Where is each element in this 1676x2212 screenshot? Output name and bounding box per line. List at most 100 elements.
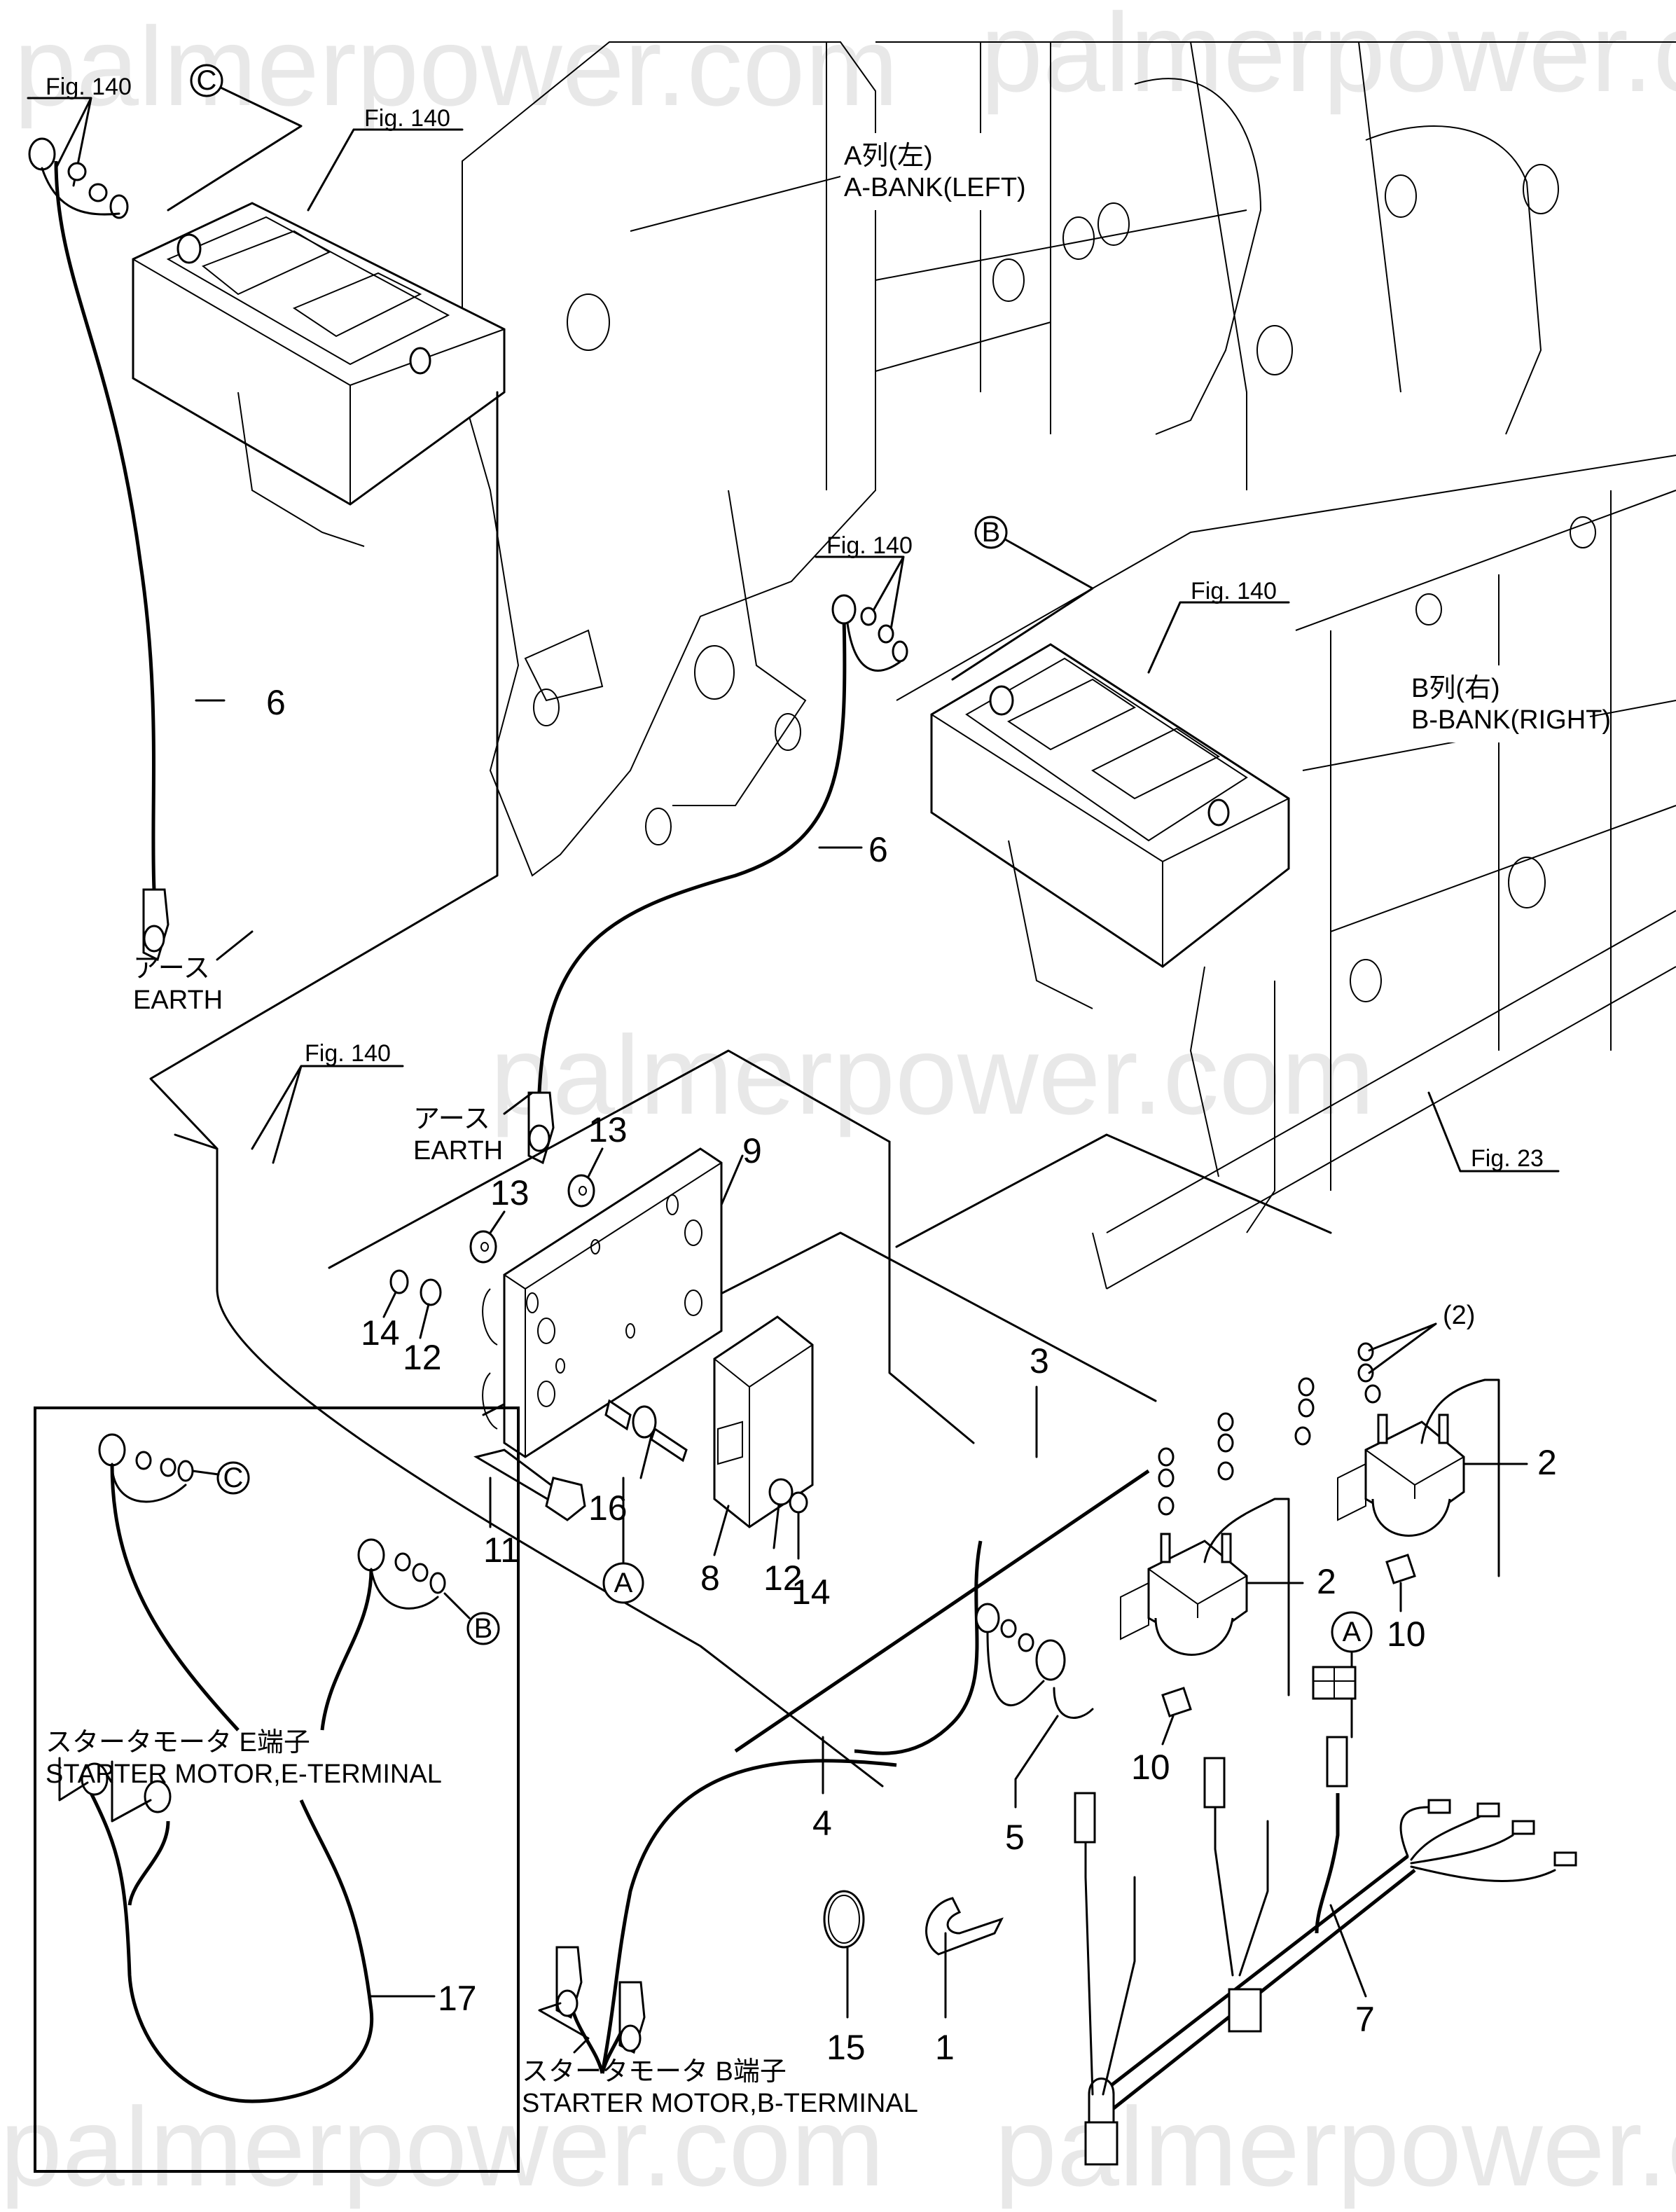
fig140-ref-a-bank-box[interactable]: Fig. 140: [307, 105, 464, 212]
fig140-ref-b-bank-box[interactable]: Fig. 140: [1147, 578, 1290, 674]
starter-b-label-jp: スタータモータ B端子: [522, 2057, 787, 2087]
label-6-left: 6: [195, 683, 286, 722]
starter-e-terminal-label: スタータモータ E端子 STARTER MOTOR,E-TERMINAL: [46, 1728, 442, 1789]
fig23-label[interactable]: Fig. 23: [1471, 1145, 1544, 1172]
wire-4: 4: [600, 1736, 897, 2074]
part-number-10: 10: [1387, 1615, 1426, 1654]
fig140-ref-b-terminal[interactable]: Fig. 140: [815, 532, 913, 639]
washer-12-left: 12: [403, 1278, 442, 1377]
starter-b-label-en: STARTER MOTOR,B-TERMINAL: [522, 2089, 918, 2118]
watermark-center: palmerpower.com: [490, 1012, 1375, 1138]
fig140-label[interactable]: Fig. 140: [826, 532, 913, 559]
control-unit-8: [713, 1315, 814, 1528]
earth-label-jp: アース: [133, 954, 210, 983]
stud-terminal: [409, 347, 431, 375]
earth-label-en: EARTH: [413, 1136, 503, 1166]
callout-c-top[interactable]: C: [167, 64, 303, 212]
starter-b-terminal-label: スタータモータ B端子 STARTER MOTOR,B-TERMINAL: [522, 2057, 918, 2118]
part-number-9: 9: [742, 1131, 762, 1170]
bolt-11: 11: [473, 1449, 586, 1570]
part-number-12: 12: [403, 1338, 442, 1377]
watermark-top-right: palmerpower.com: [981, 0, 1676, 115]
nut-14-right: 14: [789, 1491, 831, 1612]
bolt-10-left: 10: [1131, 1687, 1192, 1787]
earth-label-jp: アース: [413, 1105, 490, 1134]
part-number-1: 1: [935, 2028, 955, 2067]
quantity-note-text: (2): [1443, 1301, 1475, 1330]
part-number-13: 13: [490, 1173, 529, 1212]
nut-12-right: 12: [763, 1478, 803, 1598]
solenoid-hardware: [1158, 1342, 1381, 1516]
callout-letter: C: [197, 65, 217, 96]
fig140-label[interactable]: Fig. 140: [1191, 578, 1277, 604]
nut-14-left: 14: [361, 1269, 409, 1353]
a-bank-label-jp: A列(左): [844, 141, 933, 171]
b-bank-label-jp: B列(右): [1411, 674, 1500, 703]
b-bank-manifold: [896, 455, 1676, 1290]
ground-wire-6-left: [28, 137, 169, 962]
part-number-3: 3: [1030, 1341, 1049, 1381]
fig140-ref-top-left[interactable]: Fig. 140: [27, 74, 132, 187]
callout-a-middle[interactable]: A: [602, 1477, 644, 1604]
part-number-13: 13: [588, 1110, 628, 1149]
b-bank-label: B列(右) B-BANK(RIGHT): [1408, 665, 1611, 742]
bolt-10-right: 10: [1385, 1554, 1426, 1654]
watermark-bottom-left: palmerpower.com: [0, 2084, 885, 2209]
b-bank-intake-box: [930, 643, 1290, 1009]
wire-5: 5: [975, 1603, 1094, 1857]
callout-letter: A: [614, 1568, 633, 1598]
part-number-14: 14: [791, 1572, 831, 1612]
callout-b-top[interactable]: B: [951, 516, 1094, 681]
starter-b-terminal-wire: [538, 1946, 646, 2074]
part-number-2: 2: [1537, 1443, 1557, 1482]
a-bank-label-en: A-BANK(LEFT): [844, 173, 1026, 202]
b-bank-label-en: B-BANK(RIGHT): [1411, 705, 1611, 735]
label-8: 8: [700, 1505, 730, 1598]
fig140-label[interactable]: Fig. 140: [46, 74, 132, 100]
nut-13-lower: 13: [469, 1173, 529, 1264]
earth-label-left: アース EARTH: [133, 930, 254, 1015]
part-number-16: 16: [588, 1488, 628, 1528]
starter-e-label-jp: スタータモータ E端子: [46, 1728, 310, 1757]
callout-letter: B: [474, 1613, 493, 1644]
solenoid-2-left: 2: [1120, 1498, 1336, 1696]
part-number-14: 14: [361, 1313, 400, 1353]
quantity-note: (2): [1368, 1301, 1475, 1374]
part-number-11: 11: [483, 1530, 520, 1570]
part-number-6: 6: [868, 830, 888, 869]
part-number-7: 7: [1355, 2000, 1375, 2039]
main-harness-7: 7: [1074, 1666, 1577, 2166]
wire-harness-3: 3: [734, 1341, 1150, 1755]
fig140-label[interactable]: Fig. 140: [305, 1040, 391, 1067]
part-number-15: 15: [826, 2028, 866, 2067]
a-bank-label: A列(左) A-BANK(LEFT): [840, 133, 1026, 210]
part-number-5: 5: [1005, 1818, 1025, 1857]
fig140-label[interactable]: Fig. 140: [364, 105, 450, 132]
fig140-ref-earth[interactable]: Fig. 140: [251, 1040, 404, 1164]
part-number-2: 2: [1317, 1562, 1336, 1601]
part-number-17: 17: [438, 1979, 477, 2018]
band-clamp-15: 15: [823, 1890, 866, 2067]
label-6-right: 6: [818, 830, 888, 869]
a-bank-manifold: [462, 41, 1676, 877]
solenoid-2-right: 2: [1337, 1378, 1557, 1577]
part-number-4: 4: [812, 1804, 832, 1843]
callout-b-inset[interactable]: B: [443, 1592, 500, 1645]
watermark-top-left: palmerpower.com: [14, 4, 899, 129]
part-number-8: 8: [700, 1558, 720, 1598]
p-clamp-1: 1: [925, 1897, 1004, 2067]
starter-e-label-en: STARTER MOTOR,E-TERMINAL: [46, 1760, 442, 1789]
earth-label-en: EARTH: [133, 986, 223, 1015]
part-number-10: 10: [1131, 1748, 1170, 1787]
callout-c-inset[interactable]: C: [191, 1461, 250, 1495]
bracket-plate-9: [482, 1147, 723, 1458]
stud-16: 16: [588, 1399, 688, 1528]
label-9: 9: [720, 1131, 762, 1206]
part-number-12: 12: [763, 1558, 803, 1598]
inset-box: 17: [34, 1406, 520, 2173]
fig23-ref[interactable]: Fig. 23: [1427, 1091, 1560, 1173]
earth-label-right: アース EARTH: [413, 1091, 534, 1166]
callout-letter: A: [1343, 1617, 1362, 1647]
